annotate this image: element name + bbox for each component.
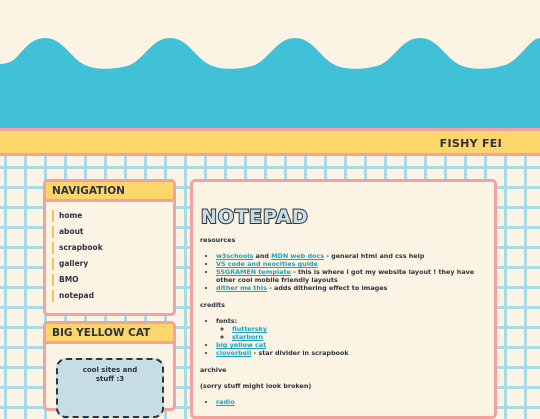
cool-sites-box: cool sites and stuff :3	[56, 358, 164, 418]
item-desc: - this is where i got my website layout …	[216, 268, 475, 284]
list-item: big yellow cat	[216, 341, 490, 349]
fonts-label: fonts:	[216, 317, 238, 325]
resources-list: w3schools and MDN web docs - general htm…	[200, 252, 490, 292]
list-item: w3schools and MDN web docs - general htm…	[216, 252, 490, 260]
starborn-link[interactable]: starborn	[232, 333, 263, 341]
joiner-text: and	[253, 252, 272, 260]
credits-list: fonts: fluttersky starborn big yellow ca…	[200, 317, 490, 357]
cloverbell-link[interactable]: cloverbell	[216, 349, 252, 357]
site-title[interactable]: FISHY FEI	[439, 137, 502, 150]
notepad-content: resources w3schools and MDN web docs - g…	[200, 236, 490, 415]
vscode-guide-link[interactable]: VS code and neocities guide	[216, 260, 318, 268]
notepad-title-text: NOTEPAD	[201, 206, 309, 228]
wave-decoration	[0, 0, 540, 69]
big-yellow-cat-panel: BIG YELLOW CAT cool sites and stuff :3	[43, 321, 176, 418]
cool-sites-text: cool sites and stuff :3	[82, 366, 138, 383]
navigation-panel: NAVIGATION home about scrapbook gallery …	[43, 179, 176, 316]
ssgramen-link[interactable]: SSGRAMEN template	[216, 268, 291, 276]
list-item: starborn	[232, 333, 490, 341]
list-item: fluttersky	[232, 325, 490, 333]
item-desc: - general html and css help	[324, 252, 425, 260]
nav-item-bmo[interactable]: BMO	[52, 274, 173, 286]
list-item: fonts: fluttersky starborn	[216, 317, 490, 341]
nav-item-notepad[interactable]: notepad	[52, 290, 173, 302]
radio-link[interactable]: radio	[216, 398, 235, 406]
credits-heading: credits	[200, 301, 225, 309]
nav-item-home[interactable]: home	[52, 210, 173, 222]
item-desc: - adds dithering effect to images	[266, 284, 388, 292]
nav-item-scrapbook[interactable]: scrapbook	[52, 242, 173, 254]
archive-note: (sorry stuff might look broken)	[200, 382, 312, 390]
w3schools-link[interactable]: w3schools	[216, 252, 254, 260]
navigation-list: home about scrapbook gallery BMO notepad	[52, 210, 173, 302]
list-item: cloverbell - star divider in scrapbook	[216, 349, 490, 357]
archive-heading: archive	[200, 366, 227, 374]
big-yellow-cat-link[interactable]: big yellow cat	[216, 341, 267, 349]
archive-list: radio	[200, 398, 490, 406]
list-item: radio	[216, 398, 490, 406]
item-desc: - star divider in scrapbook	[251, 349, 349, 357]
nav-item-gallery[interactable]: gallery	[52, 258, 173, 270]
list-item: SSGRAMEN template - this is where i got …	[216, 268, 490, 284]
resources-heading: resources	[200, 236, 236, 244]
list-item: dither me this - adds dithering effect t…	[216, 284, 490, 292]
mdn-link[interactable]: MDN web docs	[271, 252, 325, 260]
nav-item-about[interactable]: about	[52, 226, 173, 238]
fluttersky-link[interactable]: fluttersky	[232, 325, 268, 333]
top-bar: FISHY FEI	[0, 128, 540, 156]
list-item: VS code and neocities guide	[216, 260, 490, 268]
dither-link[interactable]: dither me this	[216, 284, 267, 292]
page-title: NOTEPAD	[199, 200, 319, 234]
notepad-title-graphic: NOTEPAD	[200, 205, 309, 229]
fonts-list: fluttersky starborn	[216, 325, 490, 341]
big-yellow-cat-heading: BIG YELLOW CAT	[46, 324, 173, 344]
notepad-panel: NOTEPAD resources w3schools and MDN web …	[190, 179, 497, 419]
navigation-heading: NAVIGATION	[46, 182, 173, 202]
